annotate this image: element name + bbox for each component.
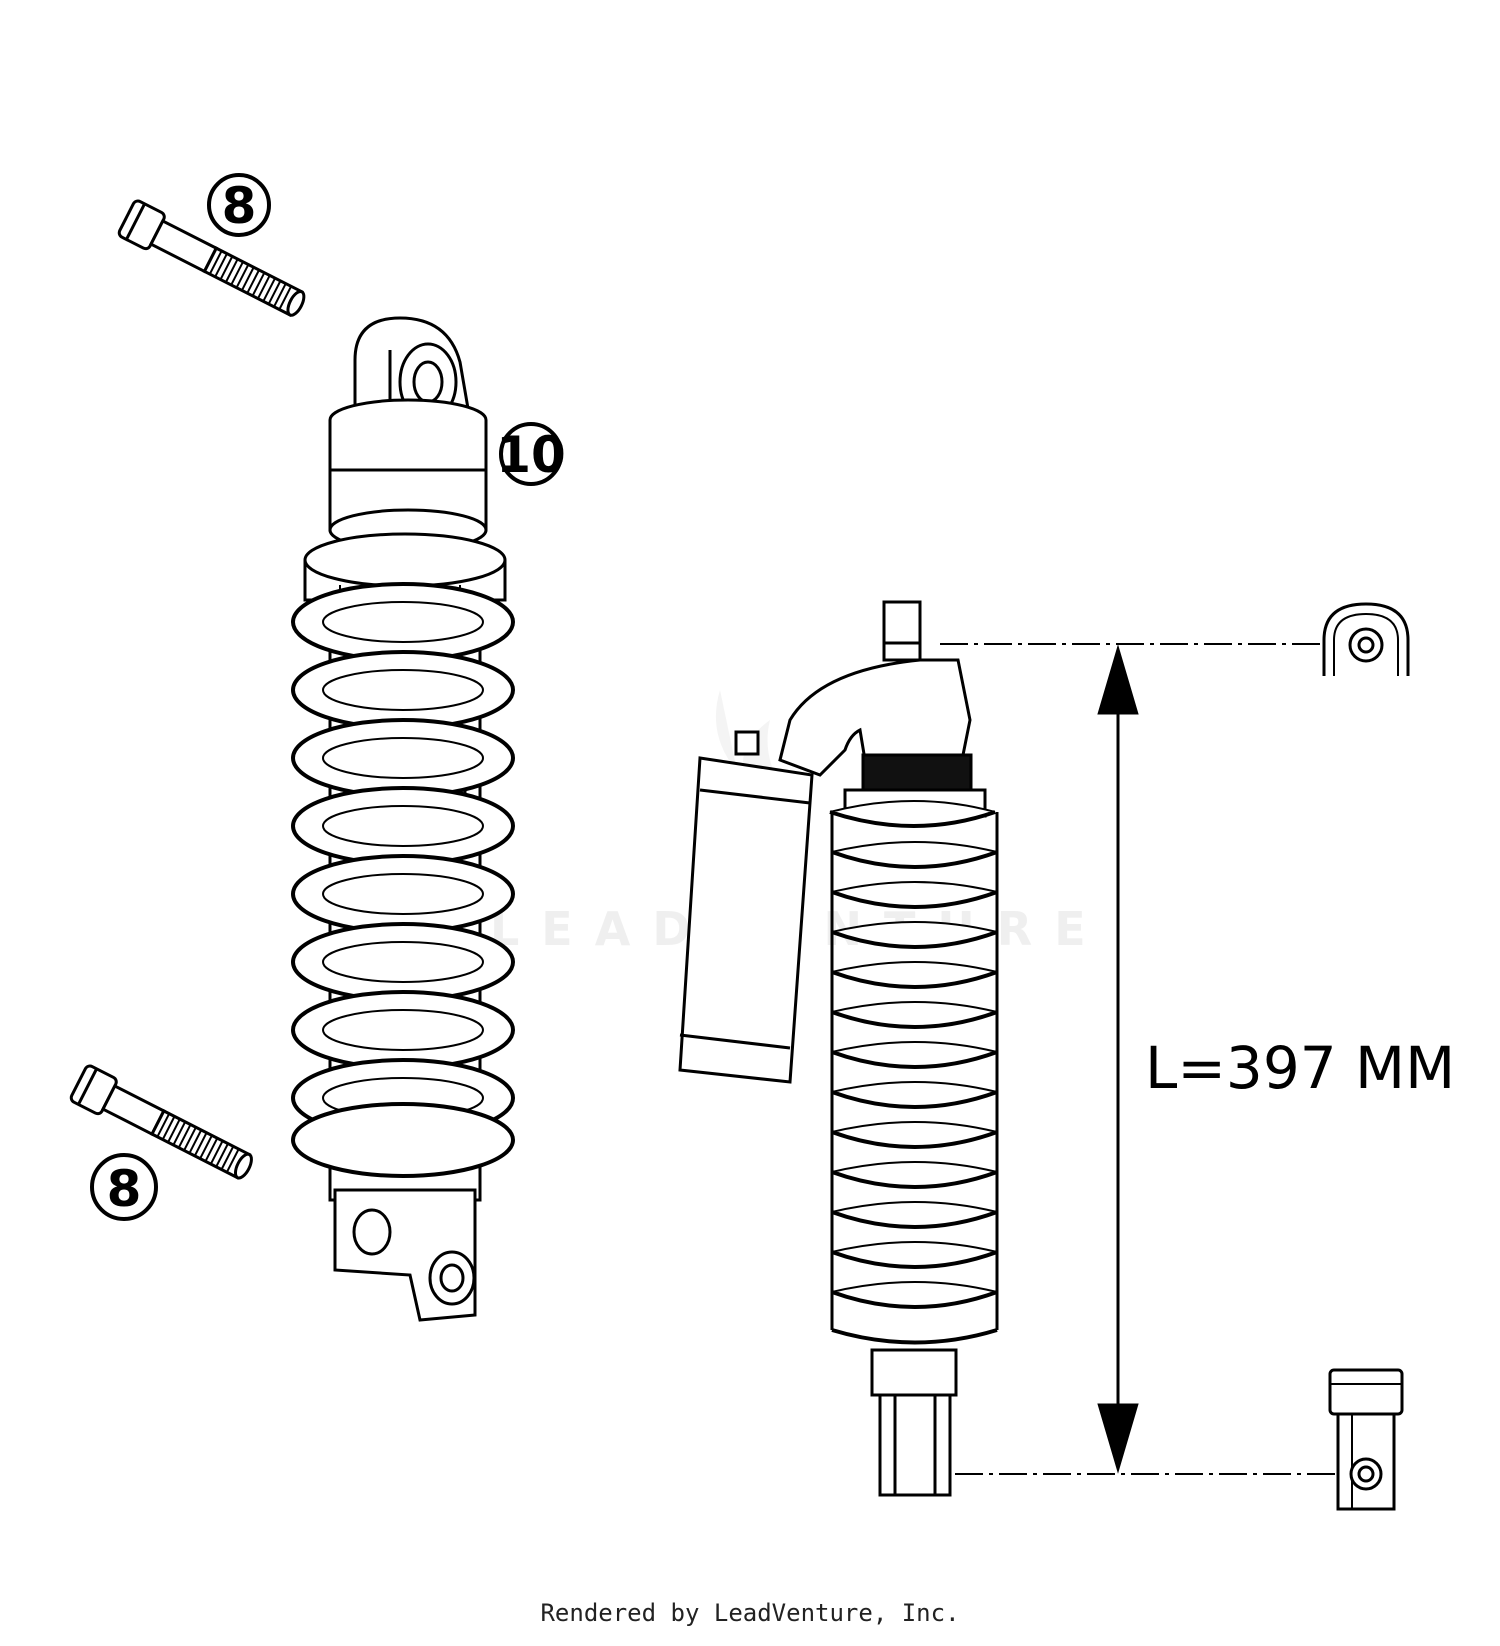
svg-text:8: 8: [222, 177, 257, 235]
arrow-down-icon: [1097, 1403, 1139, 1474]
footer-credit: Rendered by LeadVenture, Inc.: [540, 1599, 960, 1627]
arrow-up-icon: [1097, 644, 1139, 715]
spring-left: [291, 582, 515, 1178]
callout-8-bottom[interactable]: 8: [90, 1153, 158, 1221]
callout-10[interactable]: 10: [496, 422, 566, 486]
spring-right: [829, 800, 998, 1345]
shock-absorber-left[interactable]: [291, 316, 515, 1322]
dimension-line: [940, 643, 1340, 1475]
dimension-label: L=397 MM: [1145, 1034, 1455, 1102]
bottom-mount-detail: [1328, 1368, 1404, 1511]
svg-text:8: 8: [107, 1160, 142, 1218]
shock-absorber-right: [678, 600, 999, 1497]
bolt-top: [117, 199, 306, 317]
bolt-bottom: [69, 1064, 253, 1180]
top-mount-detail: [1322, 602, 1410, 676]
svg-text:10: 10: [496, 426, 566, 484]
callout-8-top[interactable]: 8: [207, 173, 271, 237]
